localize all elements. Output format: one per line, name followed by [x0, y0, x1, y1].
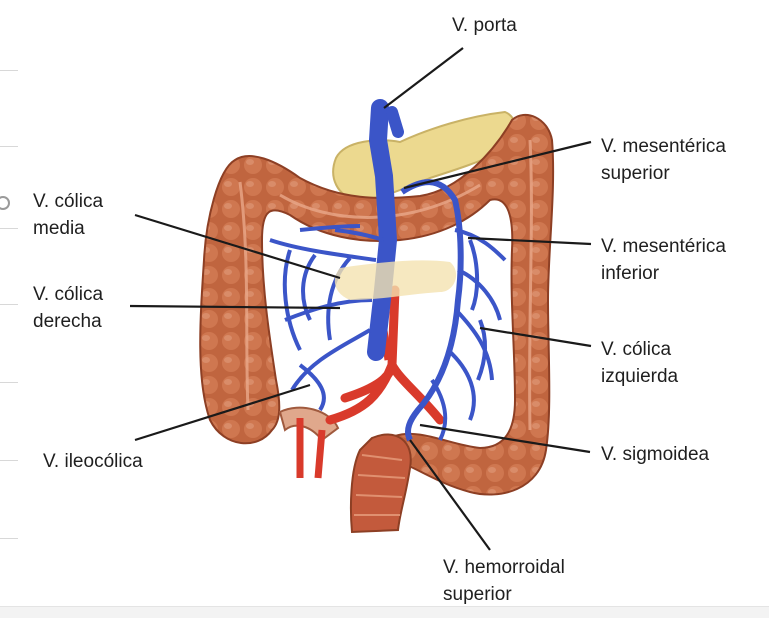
label-porta: V. porta — [452, 12, 517, 39]
label-colica-media: V. cólica media — [33, 188, 103, 242]
label-colica-izquierda: V. cólica izquierda — [601, 336, 678, 390]
label-mesenterica-superior: V. mesentérica superior — [601, 133, 726, 187]
rectum-shape — [351, 435, 411, 532]
label-sigmoidea: V. sigmoidea — [601, 441, 709, 468]
label-ileocolica: V. ileocólica — [43, 448, 143, 475]
label-colica-derecha: V. cólica derecha — [33, 281, 103, 335]
label-mesenterica-inferior: V. mesentérica inferior — [601, 233, 726, 287]
label-hemorroidal-superior: V. hemorroidal superior — [443, 554, 565, 608]
